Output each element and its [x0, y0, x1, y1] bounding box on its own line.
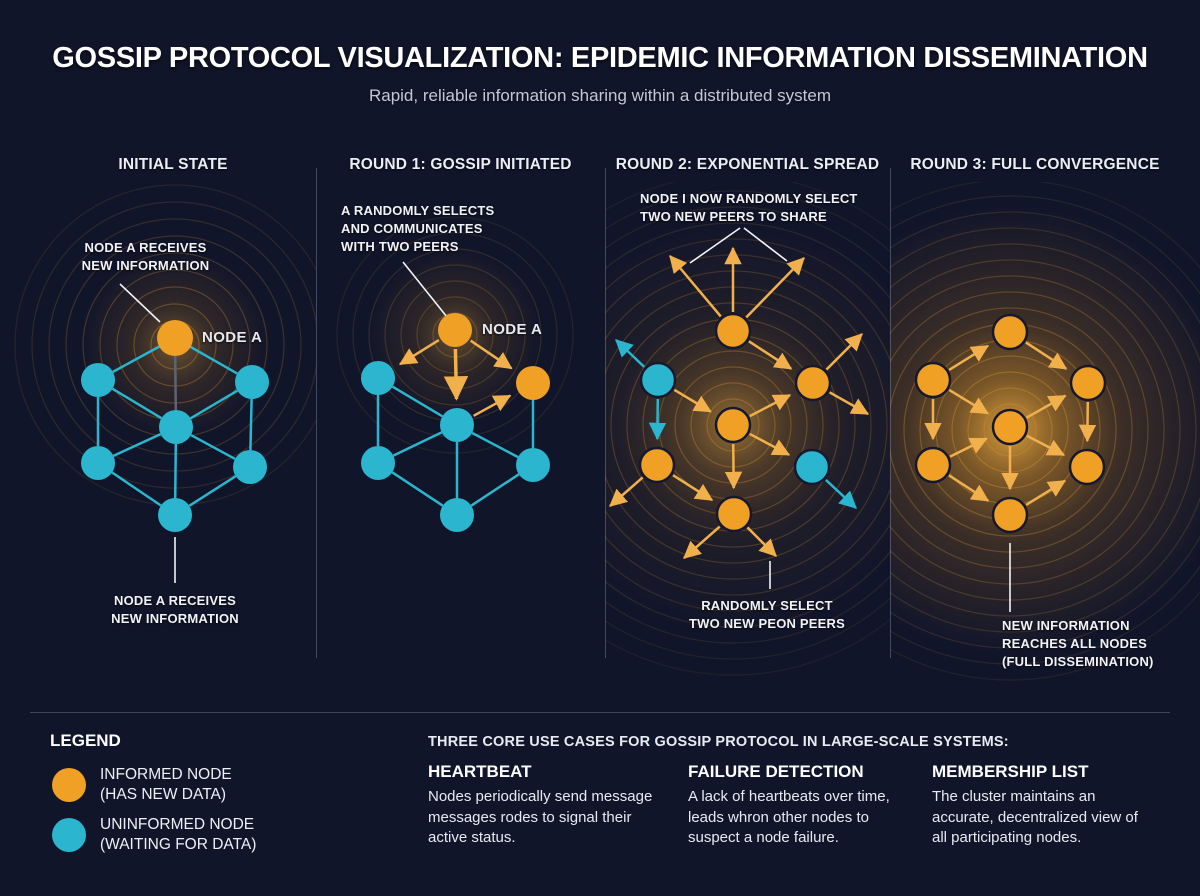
network-node-uninformed [233, 450, 267, 484]
legend-title: LEGEND [50, 731, 121, 750]
informed-node-swatch [52, 768, 86, 802]
network-node-uninformed [361, 361, 395, 395]
use-case-membership-list: MEMBERSHIP LIST The cluster maintains an… [932, 762, 1180, 849]
network-node-informed [157, 320, 193, 356]
caption-node-a-receives-bottom: NODE A RECEIVES NEW INFORMATION [111, 593, 239, 626]
network-node-informed [794, 364, 832, 402]
network-node-informed [914, 446, 952, 484]
annotation-node-a-receives-top: NODE A RECEIVES NEW INFORMATION [81, 240, 210, 273]
node-a-label-panel2: NODE A [482, 321, 543, 338]
network-node-informed [638, 446, 676, 484]
caption-randomly-select-peers: RANDOMLY SELECT TWO NEW PEON PEERS [688, 598, 845, 631]
panel-divider [890, 168, 891, 658]
page-title: GOSSIP PROTOCOL VISUALIZATION: EPIDEMIC … [52, 42, 1148, 74]
network-node-uninformed [81, 363, 115, 397]
network-node-uninformed [361, 446, 395, 480]
network-node-uninformed [81, 446, 115, 480]
network-node-uninformed [793, 448, 831, 486]
panel-heading-initial-state: INITIAL STATE [118, 156, 228, 173]
page-subtitle: Rapid, reliable information sharing with… [368, 86, 832, 105]
node-a-label-panel1: NODE A [202, 329, 263, 346]
use-case-failure-detection: FAILURE DETECTION A lack of heartbeats o… [688, 762, 936, 849]
network-node-informed [1068, 448, 1106, 486]
legend-label-uninformed: UNINFORMED NODE (WAITING FOR DATA) [100, 816, 257, 854]
annotation-two-new-peers: NODE I NOW RANDOMLY SELECT TWO NEW PEERS… [640, 191, 858, 224]
network-node-informed [516, 366, 550, 400]
ripple-rings [890, 182, 1200, 681]
panel-heading-round-2: ROUND 2: EXPONENTIAL SPREAD [615, 156, 880, 173]
network-node-informed [714, 312, 752, 350]
network-node-informed [991, 496, 1029, 534]
use-case-membership-list-title: MEMBERSHIP LIST [932, 762, 1089, 781]
bottom-divider [30, 712, 1170, 713]
network-node-uninformed [516, 448, 550, 482]
use-case-membership-list-body: The cluster maintains an accurate, decen… [932, 788, 1138, 847]
network-node-informed [991, 408, 1029, 446]
panel-heading-round-1: ROUND 1: GOSSIP INITIATED [349, 156, 572, 173]
network-node-uninformed [639, 361, 677, 399]
legend-item-informed: INFORMED NODE (HAS NEW DATA) [52, 765, 232, 806]
legend-item-uninformed: UNINFORMED NODE (WAITING FOR DATA) [52, 815, 256, 856]
use-case-heartbeat: HEARTBEAT Nodes periodically send messag… [428, 762, 676, 849]
network-node-informed [991, 313, 1029, 351]
caption-full-dissemination: NEW INFORMATION REACHES ALL NODES (FULL … [1002, 618, 1154, 669]
network-node-uninformed [159, 410, 193, 444]
use-case-heartbeat-title: HEARTBEAT [428, 762, 532, 781]
network-node-informed [438, 313, 472, 347]
panel-divider [605, 168, 606, 658]
network-node-informed [1069, 364, 1107, 402]
network-node-uninformed [440, 498, 474, 532]
panel-heading-round-3: ROUND 3: FULL CONVERGENCE [910, 156, 1160, 173]
network-node-uninformed [235, 365, 269, 399]
network-node-informed [914, 361, 952, 399]
use-case-failure-detection-body: A lack of heartbeats over time, leads wh… [688, 788, 890, 847]
panel-divider [316, 168, 317, 658]
use-case-heartbeat-body: Nodes periodically send message messages… [428, 788, 653, 847]
network-node-uninformed [440, 408, 474, 442]
network-node-uninformed [158, 498, 192, 532]
uninformed-node-swatch [52, 818, 86, 852]
annotation-randomly-selects: A RANDOMLY SELECTS AND COMMUNICATES WITH… [341, 203, 495, 254]
network-node-informed [714, 406, 752, 444]
legend-label-informed: INFORMED NODE (HAS NEW DATA) [100, 766, 232, 804]
network-diagram [14, 182, 1200, 681]
network-node-informed [715, 495, 753, 533]
use-cases-heading: THREE CORE USE CASES FOR GOSSIP PROTOCOL… [428, 734, 1009, 750]
use-case-failure-detection-title: FAILURE DETECTION [688, 762, 864, 781]
